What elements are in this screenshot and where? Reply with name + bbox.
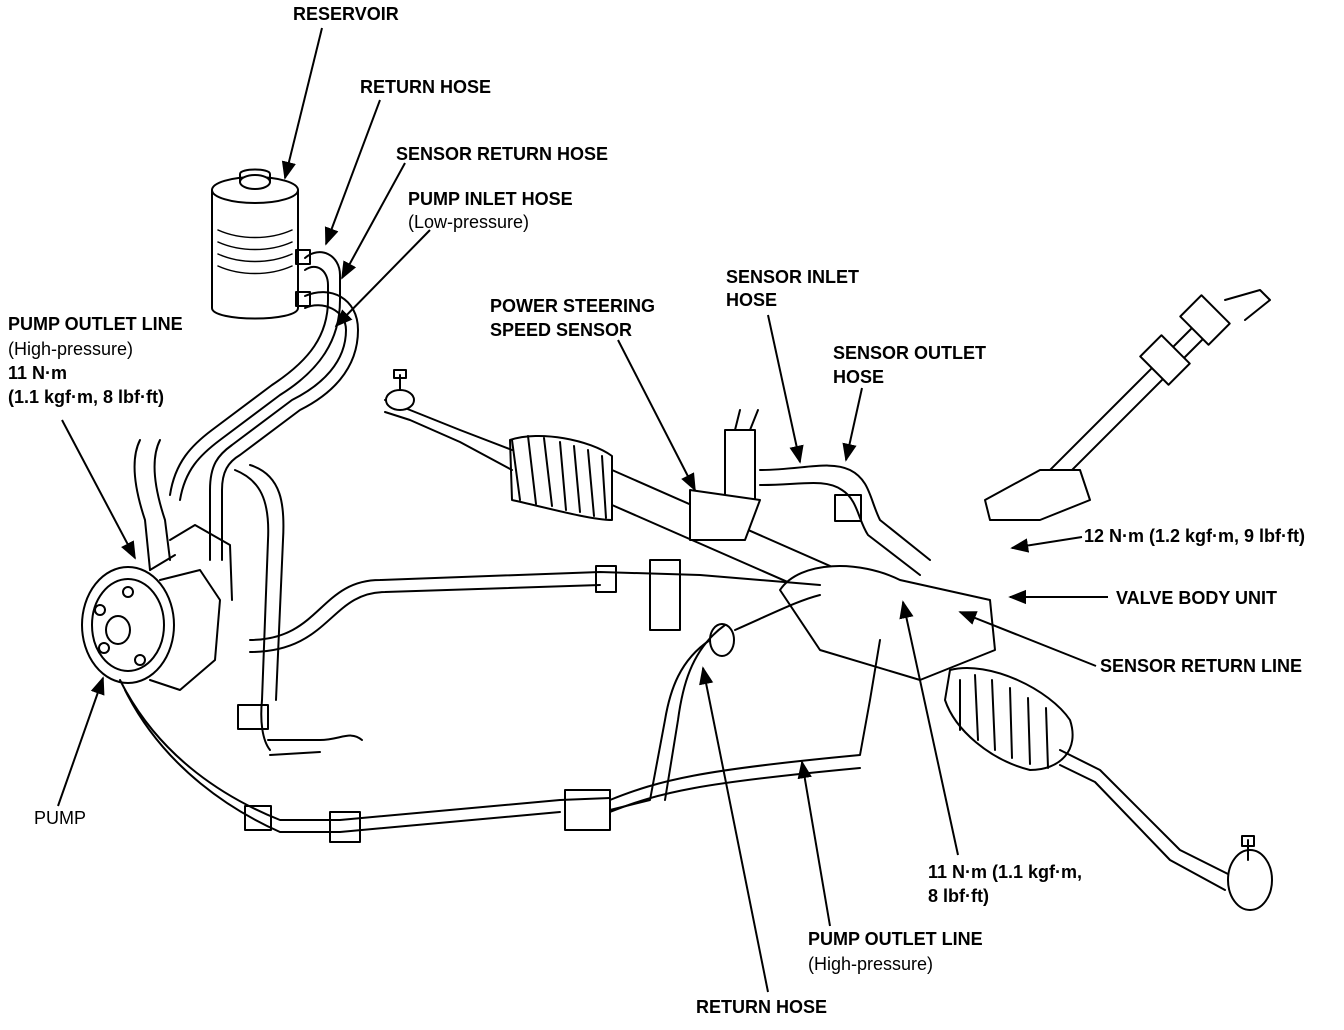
sensor-hoses (759, 464, 931, 576)
label-sensor-line-torque-2: 8 lbf·ft) (928, 886, 989, 906)
label-pump-outlet-line-bottom-sub: (High-pressure) (808, 954, 934, 974)
label-sensor-inlet-1: SENSOR INLET (726, 267, 860, 287)
label-pump-inlet-hose: PUMP INLET HOSE (408, 189, 573, 209)
label-pump-inlet-hose-sub: (Low-pressure) (408, 212, 530, 232)
label-pump: PUMP (34, 808, 87, 828)
speed-sensor (649, 409, 761, 631)
label-valve-body-unit: VALVE BODY UNIT (1116, 588, 1278, 608)
label-sensor-return-line: SENSOR RETURN LINE (1100, 656, 1303, 676)
label-power-steering-1: POWER STEERING (490, 296, 656, 316)
label-sensor-line-torque-1: 11 N·m (1.1 kgf·m, (928, 862, 1083, 882)
label-sensor-outlet-2: HOSE (833, 367, 885, 387)
label-sensor-outlet-1: SENSOR OUTLET (833, 343, 987, 363)
reservoir-hoses (169, 251, 359, 561)
label-sensor-inlet-2: HOSE (726, 290, 778, 310)
label-valve-body-torque: 12 N·m (1.2 kgf·m, 9 lbf·ft) (1084, 526, 1306, 546)
steering-rack (384, 369, 1273, 911)
label-pump-outlet-line-left: PUMP OUTLET LINE (8, 314, 183, 334)
return-hose-lower (234, 464, 363, 756)
label-power-steering-2: SPEED SENSOR (490, 320, 633, 340)
leader-arrows (57, 27, 1108, 993)
label-return-hose-top: RETURN HOSE (360, 77, 492, 97)
label-pump-outlet-torque-1: 11 N·m (8, 363, 68, 383)
label-pump-outlet-line-left-sub: (High-pressure) (8, 339, 134, 359)
label-sensor-return-hose: SENSOR RETURN HOSE (396, 144, 609, 164)
steering-shaft (984, 289, 1271, 521)
reservoir-tank (211, 168, 311, 320)
pump-assembly (81, 439, 233, 691)
label-pump-outlet-line-bottom: PUMP OUTLET LINE (808, 929, 983, 949)
pump-outlet-line-routing (119, 565, 881, 843)
label-reservoir: RESERVOIR (293, 4, 399, 24)
return-hose-rack (609, 594, 821, 811)
label-return-hose-bottom: RETURN HOSE (696, 997, 828, 1017)
label-pump-outlet-torque-2: (1.1 kgf·m, 8 lbf·ft) (8, 387, 164, 407)
